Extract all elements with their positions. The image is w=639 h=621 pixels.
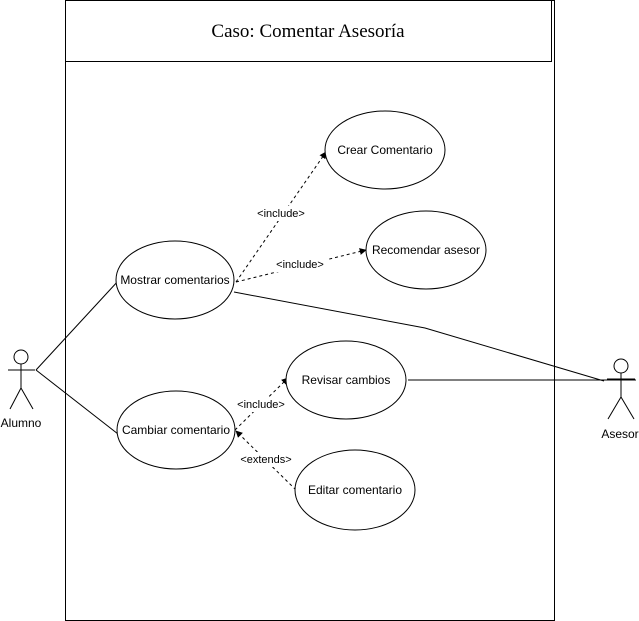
use-case-editar-comentario[interactable]: Editar comentario xyxy=(294,449,416,531)
use-case-label: Revisar cambios xyxy=(302,373,391,387)
use-case-label: Editar comentario xyxy=(308,483,402,497)
label-bg xyxy=(236,452,296,467)
label-bg xyxy=(272,257,328,272)
include-label-crear: <include> xyxy=(257,208,305,220)
association-alumno-mostrar xyxy=(35,279,120,371)
include-label-revisar: <include> xyxy=(237,399,285,411)
use-case-cambiar-comentario[interactable]: Cambiar comentario xyxy=(116,390,236,470)
actor-head xyxy=(13,349,29,365)
actor-label-alumno: Alumno xyxy=(1,416,42,430)
use-case-label: Crear Comentario xyxy=(337,143,433,157)
use-case-revisar-cambios[interactable]: Revisar cambios xyxy=(285,340,407,420)
diagram-title: Caso: Comentar Asesoría xyxy=(211,21,405,42)
association-alumno-cambiar xyxy=(35,369,119,435)
use-case-label: Recomendar asesor xyxy=(372,243,480,257)
use-case-mostrar-comentarios[interactable]: Mostrar comentarios xyxy=(115,240,235,320)
use-case-label: Mostrar comentarios xyxy=(120,273,229,287)
include-label-recomendar: <include> xyxy=(276,259,324,271)
title-box xyxy=(65,0,552,62)
use-case-crear-comentario[interactable]: Crear Comentario xyxy=(324,110,446,190)
label-bg xyxy=(254,206,308,221)
actor-alumno[interactable] xyxy=(8,349,35,410)
actor-head xyxy=(613,358,629,374)
use-case-recomendar-asesor[interactable]: Recomendar asesor xyxy=(365,210,487,290)
association-mostrar-asesor xyxy=(233,291,605,382)
actor-label-asesor: Asesor xyxy=(601,427,638,441)
use-case-label: Cambiar comentario xyxy=(122,423,230,437)
extends-label-editar: <extends> xyxy=(240,454,291,466)
actor-asesor[interactable] xyxy=(607,358,635,420)
label-bg xyxy=(234,397,288,412)
